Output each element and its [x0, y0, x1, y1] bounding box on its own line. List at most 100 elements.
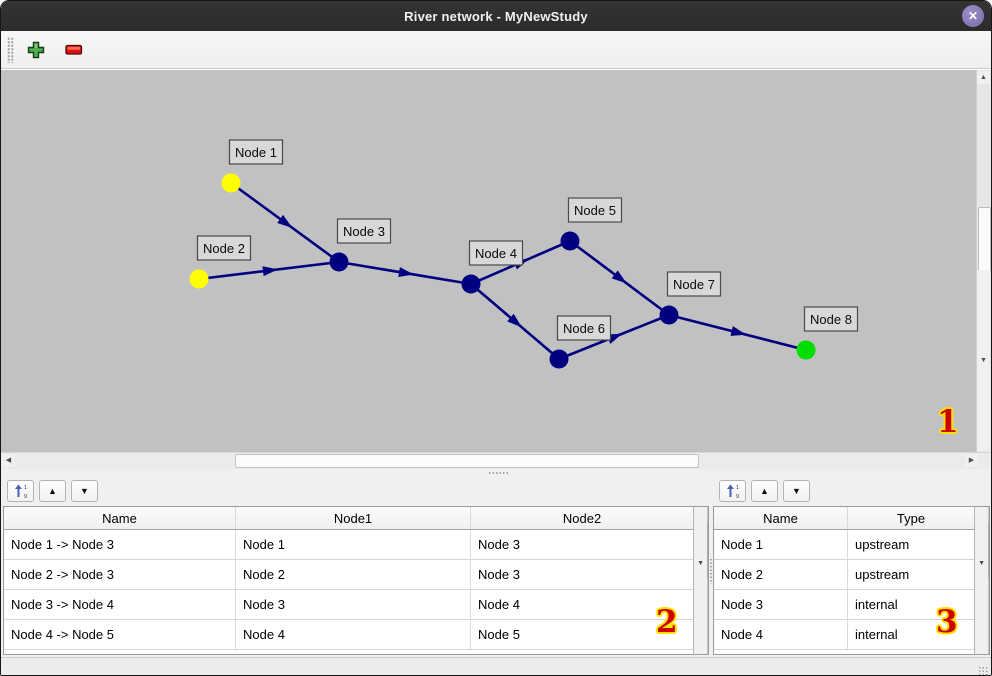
node-label: Node 1 [235, 145, 277, 160]
scroll-down-button[interactable]: ▼ [694, 507, 708, 654]
close-button[interactable]: ✕ [962, 5, 984, 27]
canvas-vertical-scrollbar[interactable]: ▲ ▼ [976, 70, 991, 452]
node-label: Node 7 [673, 277, 715, 292]
table-cell[interactable]: Node 3 -> Node 4 [4, 589, 236, 620]
sort-button[interactable]: 1 9 [719, 480, 746, 502]
table-cell[interactable]: Node 4 [470, 589, 694, 620]
resize-grip[interactable] [978, 666, 988, 675]
status-bar [1, 657, 991, 675]
table-cell[interactable]: Node 5 [470, 619, 694, 650]
network-node[interactable] [659, 305, 679, 325]
reaches-table-scrollbar[interactable]: ▲ ▼ [693, 507, 708, 654]
scroll-up-button[interactable]: ▲ [977, 71, 990, 84]
remove-button[interactable] [61, 42, 87, 58]
down-arrow-icon: ▼ [80, 485, 89, 496]
canvas-horizontal-scrollbar[interactable]: ◀ ▶ [1, 452, 991, 469]
node-label-box [803, 306, 859, 332]
scroll-right-button[interactable]: ▶ [965, 454, 978, 467]
window-title: River network - MyNewStudy [404, 8, 588, 24]
network-node[interactable] [221, 173, 241, 193]
vertical-scrollbar-thumb[interactable] [978, 207, 991, 272]
column-header[interactable]: Node1 [235, 507, 471, 530]
network-node[interactable] [796, 340, 816, 360]
svg-text:9: 9 [24, 494, 27, 499]
table-cell[interactable]: internal [847, 589, 975, 620]
column-header[interactable]: Name [714, 507, 848, 530]
add-button[interactable] [23, 39, 49, 61]
node-label-box [468, 240, 524, 266]
scroll-down-button[interactable]: ▼ [977, 270, 990, 451]
table-cell[interactable]: Node 3 [714, 589, 848, 620]
add-icon [27, 41, 45, 58]
sort-button[interactable]: 1 9 [7, 480, 34, 502]
edge-arrow-icon [611, 270, 627, 284]
column-header[interactable]: Node2 [470, 507, 694, 530]
table-cell[interactable]: upstream [847, 559, 975, 590]
close-icon: ✕ [967, 9, 979, 23]
nodes-toolbar: 1 9 ▲ ▼ [713, 476, 991, 506]
annotation-marker-2: 2 [656, 604, 678, 640]
move-up-button[interactable]: ▲ [39, 480, 66, 502]
network-node[interactable] [461, 274, 481, 294]
table-cell[interactable]: Node 3 [470, 529, 694, 560]
table-cell[interactable]: Node 3 [235, 589, 471, 620]
remove-icon [65, 44, 83, 55]
horizontal-scrollbar-thumb[interactable] [235, 454, 699, 468]
table-cell[interactable]: Node 2 -> Node 3 [4, 559, 236, 590]
table-cell[interactable]: Node 2 [235, 559, 471, 590]
table-cell[interactable]: Node 3 [470, 559, 694, 590]
node-label: Node 8 [810, 312, 852, 327]
network-node[interactable] [549, 349, 569, 369]
move-down-button[interactable]: ▼ [783, 480, 810, 502]
node-label-box [228, 139, 284, 165]
horizontal-splitter[interactable] [1, 469, 991, 476]
node-label: Node 3 [343, 224, 385, 239]
up-arrow-icon: ▲ [980, 74, 987, 81]
table-cell[interactable]: Node 4 [235, 619, 471, 650]
node-label-box [567, 197, 623, 223]
network-node[interactable] [189, 269, 209, 289]
table-cell[interactable]: Node 1 -> Node 3 [4, 529, 236, 560]
down-arrow-icon: ▼ [978, 560, 986, 567]
edge-arrow-icon [507, 313, 522, 328]
table-cell[interactable]: Node 1 [714, 529, 848, 560]
table-cell[interactable]: upstream [847, 529, 975, 560]
scroll-left-button[interactable]: ◀ [2, 454, 15, 467]
svg-text:9: 9 [736, 494, 739, 499]
move-up-button[interactable]: ▲ [751, 480, 778, 502]
toolbar-grip[interactable] [7, 36, 14, 63]
annotation-marker-1: 1 [937, 404, 959, 440]
table-cell[interactable]: Node 4 -> Node 5 [4, 619, 236, 650]
column-header[interactable]: Name [4, 507, 236, 530]
scroll-down-button[interactable]: ▼ [975, 507, 989, 654]
nodes-table-scrollbar[interactable]: ▲ ▼ [974, 507, 989, 654]
network-node[interactable] [560, 231, 580, 251]
edge-arrow-icon [398, 267, 414, 277]
title-bar[interactable]: River network - MyNewStudy ✕ [1, 1, 991, 31]
table-cell[interactable]: internal [847, 619, 975, 650]
table-cell[interactable]: Node 4 [714, 619, 848, 650]
move-down-button[interactable]: ▼ [71, 480, 98, 502]
network-node[interactable] [329, 252, 349, 272]
table-cell[interactable]: Node 1 [235, 529, 471, 560]
column-header[interactable]: Type [847, 507, 975, 530]
vertical-splitter[interactable] [709, 476, 713, 657]
node-label-box [666, 271, 722, 297]
table-cell[interactable]: Node 2 [714, 559, 848, 590]
